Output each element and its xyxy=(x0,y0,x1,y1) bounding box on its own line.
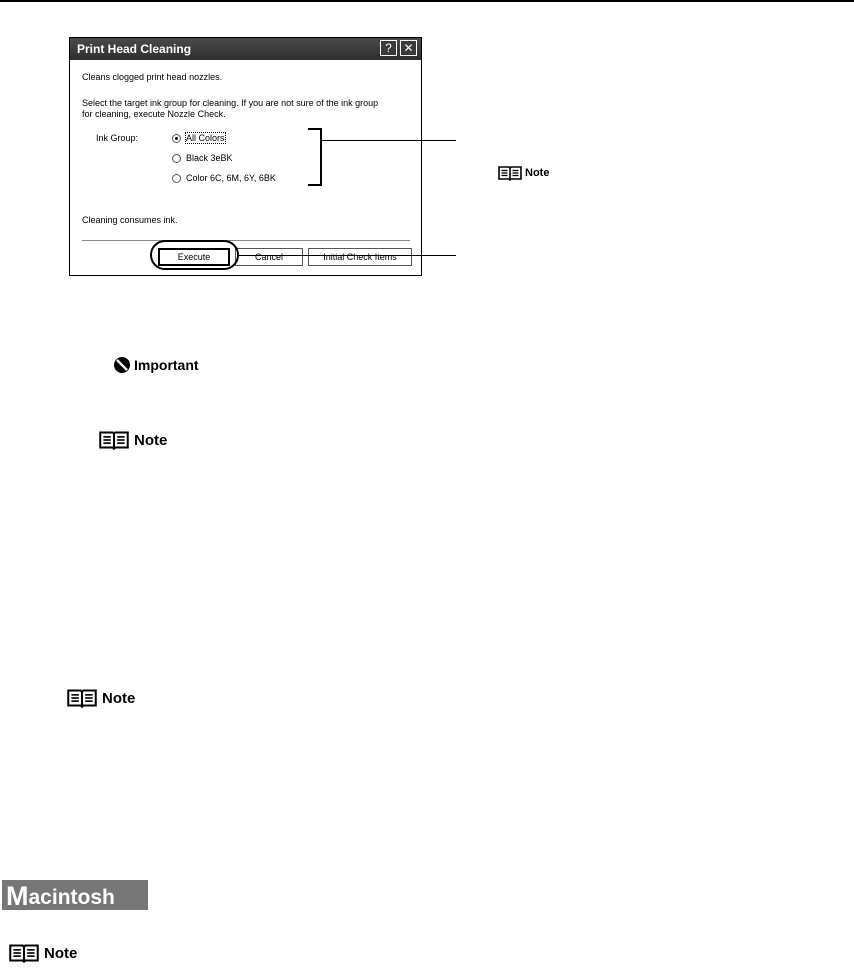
radio-color-label[interactable]: Color 6C, 6M, 6Y, 6BK xyxy=(186,173,276,183)
note-label-bottom: Note xyxy=(8,943,77,963)
dialog-title-bar: Print Head Cleaning ? ✕ xyxy=(70,38,421,60)
note-label-right: Note xyxy=(498,165,549,181)
top-rule xyxy=(0,0,854,2)
macintosh-rest: acintosh xyxy=(28,886,115,909)
note-text: Note xyxy=(44,944,78,962)
dialog-description: Cleans clogged print head nozzles. xyxy=(82,72,223,82)
macintosh-initial: M xyxy=(6,881,29,911)
radio-black-indicator[interactable] xyxy=(172,154,181,163)
radio-all-colors-label[interactable]: All Colors xyxy=(185,132,226,144)
ink-group-bracket-bottom xyxy=(308,184,321,186)
cancel-button[interactable]: Cancel xyxy=(235,248,303,266)
close-button[interactable]: ✕ xyxy=(400,40,417,56)
dialog-instruction-line2: for cleaning, execute Nozzle Check. xyxy=(82,109,226,119)
help-icon: ? xyxy=(385,41,392,55)
print-head-cleaning-dialog: Print Head Cleaning ? ✕ Cleans clogged p… xyxy=(69,37,422,276)
radio-color-indicator[interactable] xyxy=(172,174,181,183)
dialog-footer-text: Cleaning consumes ink. xyxy=(82,215,178,225)
note-text: Note xyxy=(525,167,550,179)
important-label: Important xyxy=(113,356,199,374)
important-text: Important xyxy=(134,357,199,373)
ink-group-leader-line xyxy=(321,140,456,141)
book-icon xyxy=(9,944,39,963)
book-icon xyxy=(498,166,522,181)
help-button[interactable]: ? xyxy=(380,40,397,56)
ink-group-bracket-side xyxy=(320,128,322,186)
book-icon xyxy=(99,431,129,450)
note-label-middle: Note xyxy=(98,430,167,450)
radio-black-label[interactable]: Black 3eBK xyxy=(186,153,233,163)
dialog-separator xyxy=(82,240,410,241)
close-icon: ✕ xyxy=(403,41,414,55)
dialog-instruction-line1: Select the target ink group for cleaning… xyxy=(82,98,379,108)
ink-group-bracket-top xyxy=(308,128,321,130)
execute-callout-oval xyxy=(150,240,239,270)
note-text: Note xyxy=(102,689,136,707)
note-text: Note xyxy=(134,431,168,449)
book-icon xyxy=(67,689,97,708)
prohibition-icon xyxy=(114,357,130,373)
ink-group-label: Ink Group: xyxy=(96,133,139,143)
dialog-title: Print Head Cleaning xyxy=(77,42,192,56)
execute-leader-line xyxy=(238,255,456,256)
initial-check-items-button[interactable]: Initial Check Items xyxy=(308,248,412,266)
note-label-left: Note xyxy=(66,688,135,708)
radio-all-colors-indicator[interactable] xyxy=(172,134,181,143)
